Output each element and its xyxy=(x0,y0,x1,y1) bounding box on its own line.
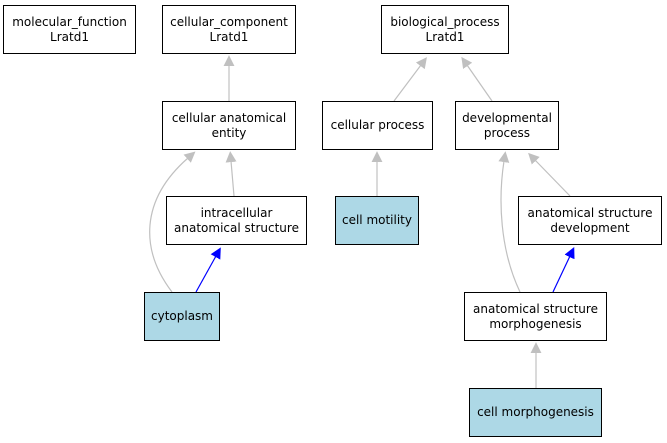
edge-cyto-to-ias xyxy=(195,247,221,293)
edge-asm-to-asd xyxy=(552,247,575,293)
node-cell-motility[interactable]: cell motility xyxy=(335,196,419,245)
edge-cyto-to-cae xyxy=(149,151,196,293)
node-label: morphogenesis xyxy=(489,316,582,331)
node-label: cellular process xyxy=(330,118,425,132)
edge-asm-to-dp xyxy=(498,151,521,293)
node-label: biological_process xyxy=(390,14,500,29)
node-cytoplasm[interactable]: cytoplasm xyxy=(144,292,220,341)
node-label: cellular_component xyxy=(170,14,288,29)
node-label: anatomical structure xyxy=(174,220,299,235)
node-label: anatomical structure xyxy=(473,301,598,316)
node-label: process xyxy=(483,125,531,140)
node-label: entity xyxy=(211,125,247,140)
node-cellular-process[interactable]: cellular process xyxy=(322,101,433,150)
node-label: Lratd1 xyxy=(50,29,89,44)
node-cell-morphogenesis[interactable]: cell morphogenesis xyxy=(469,388,602,437)
node-label: developmental xyxy=(462,110,552,125)
node-label: cell morphogenesis xyxy=(477,405,594,419)
node-label: Lratd1 xyxy=(209,29,249,44)
node-label: anatomical structure xyxy=(527,205,653,220)
node-label: cellular anatomical xyxy=(171,110,287,125)
node-label: cell motility xyxy=(341,213,412,227)
edge-dp-to-bp xyxy=(461,56,493,102)
node-label: Lratd1 xyxy=(425,29,465,44)
edge-ias-to-cae xyxy=(225,151,237,197)
node-label: molecular_function xyxy=(12,14,127,29)
node-label: intracellular xyxy=(200,205,273,220)
node-label: development xyxy=(550,220,630,235)
edge-cp-to-bp xyxy=(393,57,427,102)
node-label: cytoplasm xyxy=(151,309,213,323)
edge-asd-to-dp xyxy=(528,152,571,197)
